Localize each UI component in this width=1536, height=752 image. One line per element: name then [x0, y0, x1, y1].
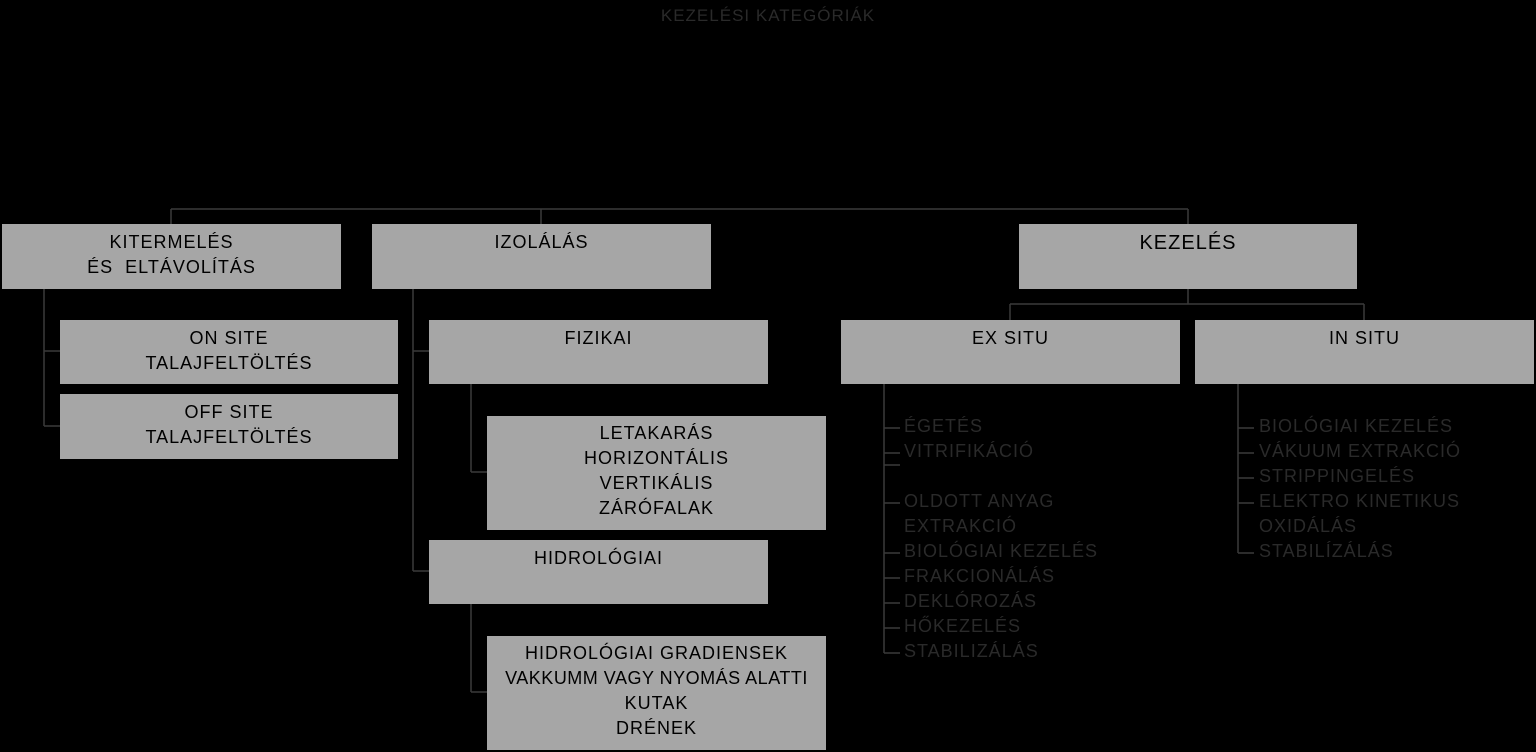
box-hidrologiai-detail-line1: HIDROLÓGIAI GRADIENSEK [524, 643, 789, 663]
list-item: BIOLÓGIAI KEZELÉS [1259, 416, 1454, 436]
list-item [904, 464, 1098, 489]
box-izolalas: IZOLÁLÁS [372, 224, 711, 289]
box-kitermeles-line2: ÉS ELTÁVOLÍTÁS [87, 257, 256, 277]
box-hidrologiai-detail-line2: VAKKUMM VAGY NYOMÁS ALATTI [505, 668, 808, 688]
box-fizikai-line1: FIZIKAI [564, 328, 633, 348]
box-kezeles-line1: KEZELÉS [1139, 232, 1237, 254]
box-hidrologiai-detail-line3: KUTAK [624, 693, 689, 713]
list-item: HŐKEZELÉS [904, 616, 1022, 636]
list-item: ELEKTRO KINETIKUS [1259, 491, 1461, 511]
list-item: OXIDÁLÁS [1259, 516, 1358, 536]
box-kitermeles-line1: KITERMELÉS [109, 232, 234, 252]
box-hidrologiai-detail: HIDROLÓGIAI GRADIENSEK VAKKUMM VAGY NYOM… [487, 636, 826, 750]
list-item: VITRIFIKÁCIÓ [904, 441, 1035, 461]
box-on-site-line2: TALAJFELTÖLTÉS [145, 353, 313, 373]
box-fizikai-detail-line1: LETAKARÁS [599, 423, 714, 443]
box-fizikai-detail-line4: ZÁRÓFALAK [598, 498, 715, 518]
box-hidrologiai-line1: HIDROLÓGIAI [533, 548, 664, 568]
box-in-situ: IN SITU [1195, 320, 1534, 384]
list-item: STRIPPINGELÉS [1259, 466, 1416, 486]
in-situ-list: BIOLÓGIAI KEZELÉS VÁKUUM EXTRAKCIÓ STRIP… [1259, 414, 1461, 564]
list-item: EXTRAKCIÓ [904, 516, 1018, 536]
box-fizikai-detail: LETAKARÁS HORIZONTÁLIS VERTIKÁLIS ZÁRÓFA… [487, 416, 826, 530]
box-on-site-line1: ON SITE [189, 328, 269, 348]
list-item: STABILÍZÁLÁS [1259, 541, 1394, 561]
box-on-site: ON SITE TALAJFELTÖLTÉS [60, 320, 398, 384]
box-kezeles: KEZELÉS [1019, 224, 1357, 289]
box-in-situ-line1: IN SITU [1328, 328, 1400, 348]
box-off-site-line2: TALAJFELTÖLTÉS [145, 427, 313, 447]
box-fizikai-detail-line2: HORIZONTÁLIS [583, 448, 729, 468]
box-ex-situ-line1: EX SITU [971, 328, 1049, 348]
box-kitermeles: KITERMELÉS ÉS ELTÁVOLÍTÁS [2, 224, 341, 289]
box-off-site: OFF SITE TALAJFELTÖLTÉS [60, 394, 398, 459]
list-item: DEKLÓROZÁS [904, 591, 1038, 611]
ex-situ-list: ÉGETÉS VITRIFIKÁCIÓ OLDOTT ANYAG EXTRAKC… [904, 414, 1098, 664]
box-hidrologiai-detail-line4: DRÉNEK [615, 718, 697, 738]
list-item: BIOLÓGIAI KEZELÉS [904, 541, 1099, 561]
list-item: FRAKCIONÁLÁS [904, 566, 1056, 586]
diagram-title: KEZELÉSI KATEGÓRIÁK [660, 6, 876, 25]
list-item: ÉGETÉS [904, 416, 984, 436]
box-off-site-line1: OFF SITE [184, 402, 274, 422]
box-izolalas-line1: IZOLÁLÁS [494, 232, 589, 252]
list-item: OLDOTT ANYAG [904, 491, 1055, 511]
box-hidrologiai: HIDROLÓGIAI [429, 540, 768, 604]
list-item: STABILIZÁLÁS [904, 641, 1039, 661]
box-ex-situ: EX SITU [841, 320, 1180, 384]
box-fizikai: FIZIKAI [429, 320, 768, 384]
box-fizikai-detail-line3: VERTIKÁLIS [599, 473, 714, 493]
list-item: VÁKUUM EXTRAKCIÓ [1259, 441, 1462, 461]
